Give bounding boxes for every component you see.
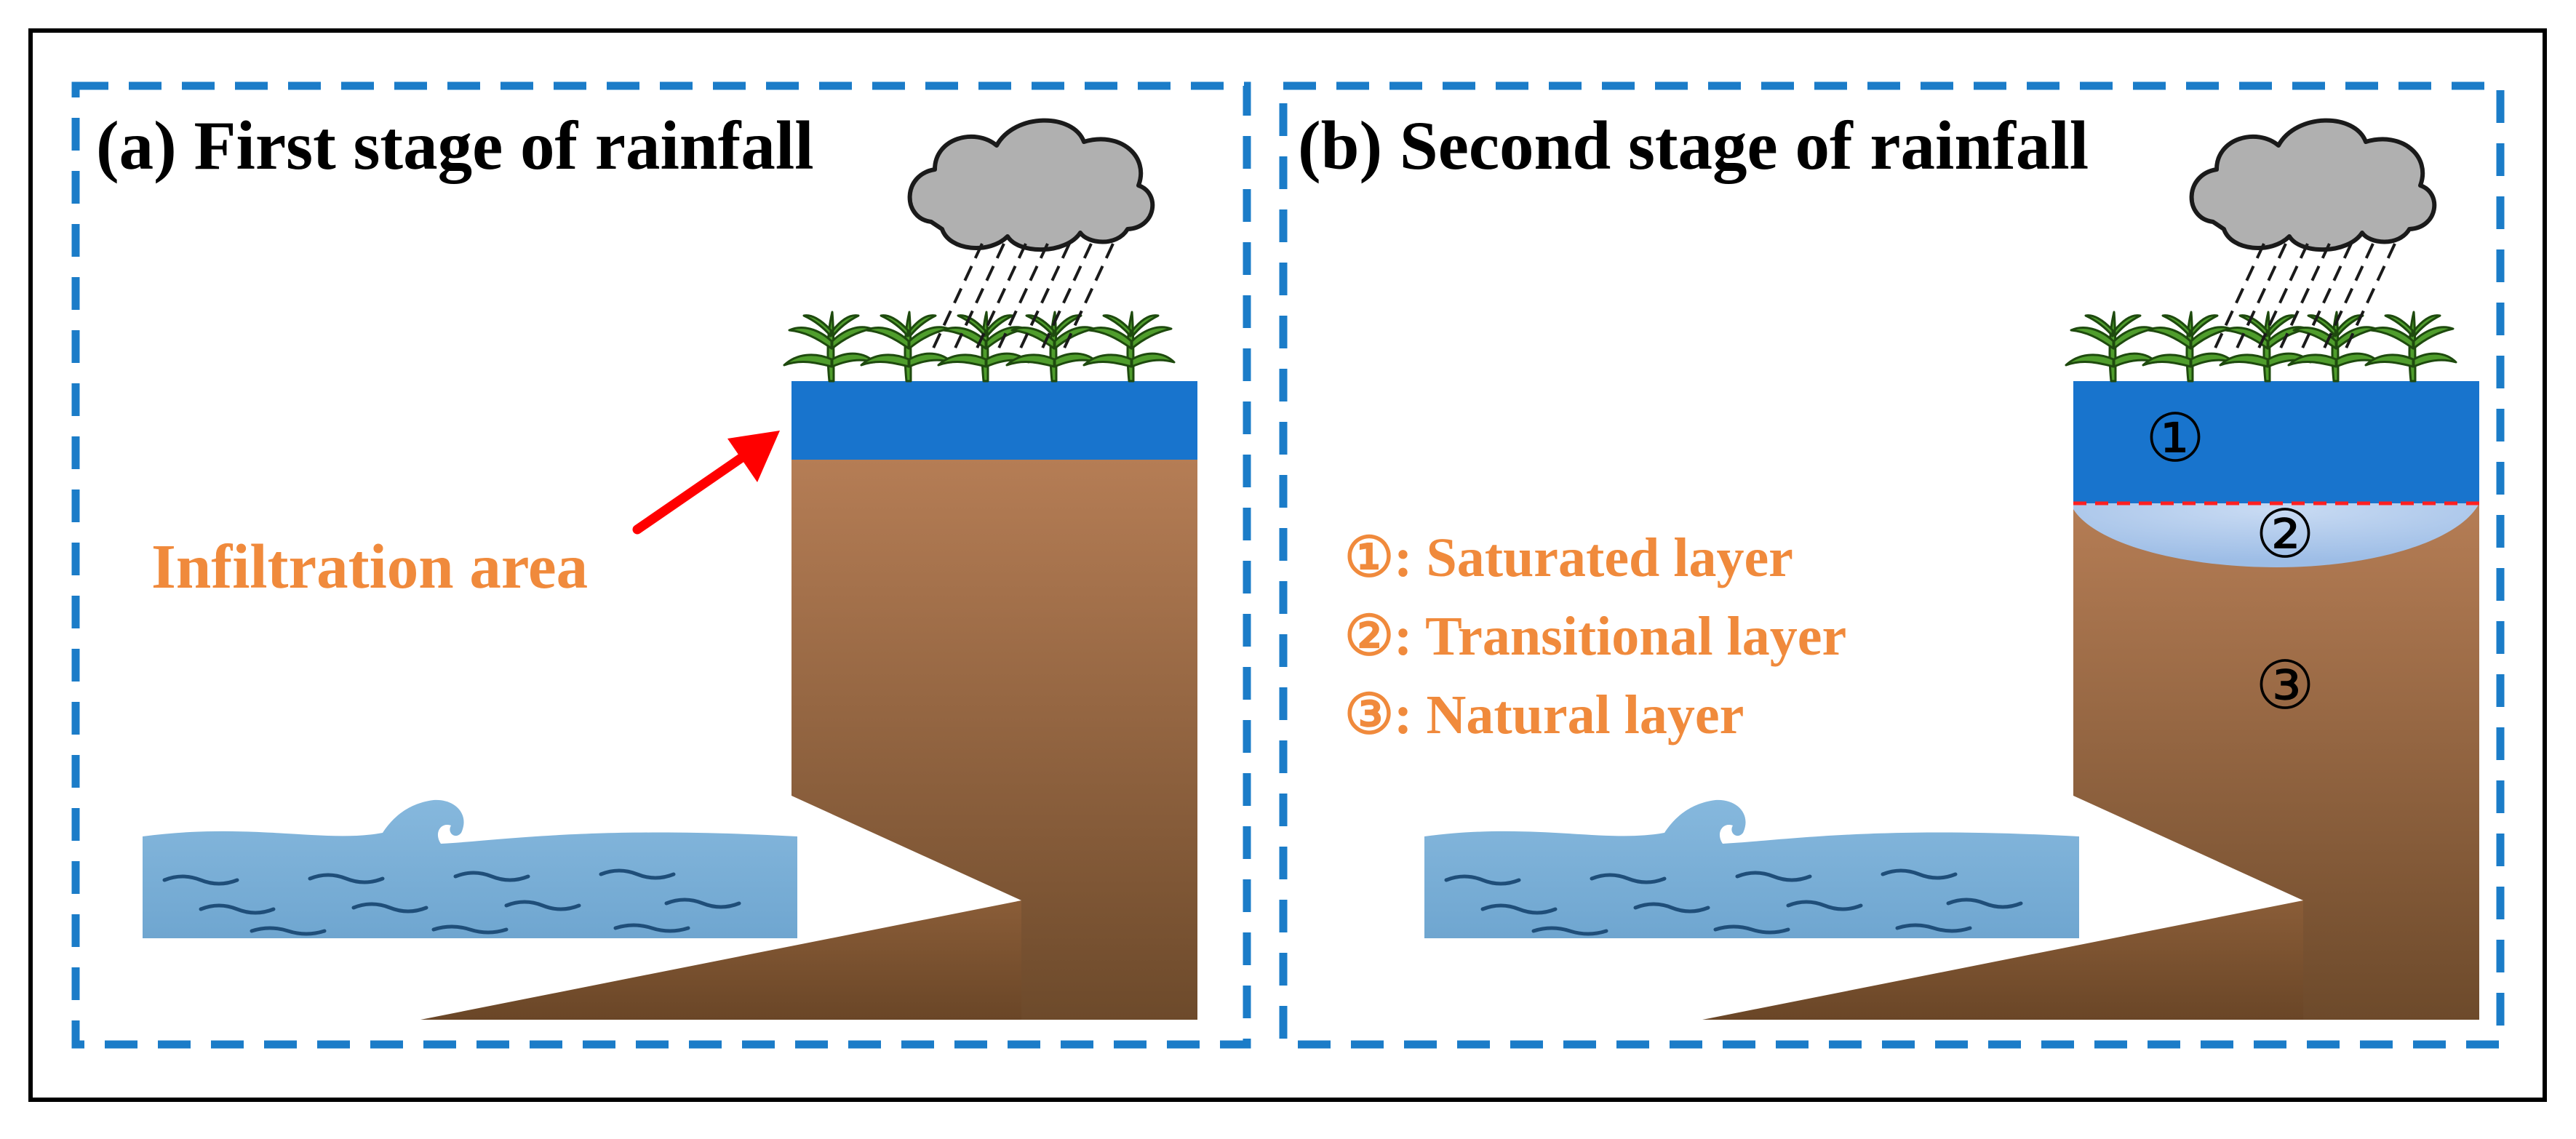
- infiltration-label: Infiltration area: [151, 531, 588, 602]
- sprout-icon: [860, 311, 953, 383]
- layer-marker-3: ③: [2255, 647, 2315, 724]
- slope-ground: [420, 900, 1021, 1020]
- slope-ground: [1702, 900, 2303, 1020]
- sprout-icon: [1082, 311, 1176, 383]
- arrow-icon: [632, 431, 780, 535]
- wave-icon: [143, 800, 797, 938]
- sprout-icon: [937, 311, 1030, 383]
- panel-a-border: [71, 81, 1251, 1049]
- layer-marker-2: ②: [2255, 495, 2315, 573]
- panel-b-title: (b) Second stage of rainfall: [1298, 107, 2089, 184]
- cliff-soil: [791, 460, 1197, 1020]
- infiltration-layer: [791, 381, 1197, 460]
- sprout-icon: [2219, 311, 2312, 383]
- transitional-layer: [2073, 503, 2479, 567]
- sprout-icon: [783, 311, 876, 383]
- sprout-icon: [2065, 311, 2158, 383]
- outer-frame: [28, 28, 2547, 1102]
- panel-a-title: (a) First stage of rainfall: [96, 107, 814, 184]
- legend-item-transitional: ②: Transitional layer: [1344, 606, 1846, 667]
- sprout-icon: [2364, 311, 2457, 383]
- saturated-layer: [2073, 381, 2479, 503]
- legend-item-saturated: ①: Saturated layer: [1344, 527, 1793, 588]
- layer-marker-1: ①: [2145, 399, 2205, 477]
- panel-b: ① ② ③ (b) Second stage of rainfall ①: Sa…: [1279, 81, 2505, 1049]
- panel-a: (a) First stage of rainfall Infiltration…: [71, 81, 1251, 1049]
- sprout-icon: [2142, 311, 2235, 383]
- cliff-soil: [2073, 503, 2479, 1020]
- wave-icon: [1424, 800, 2079, 938]
- legend-item-natural: ③: Natural layer: [1344, 684, 1744, 746]
- panel-b-border: [1279, 81, 2505, 1049]
